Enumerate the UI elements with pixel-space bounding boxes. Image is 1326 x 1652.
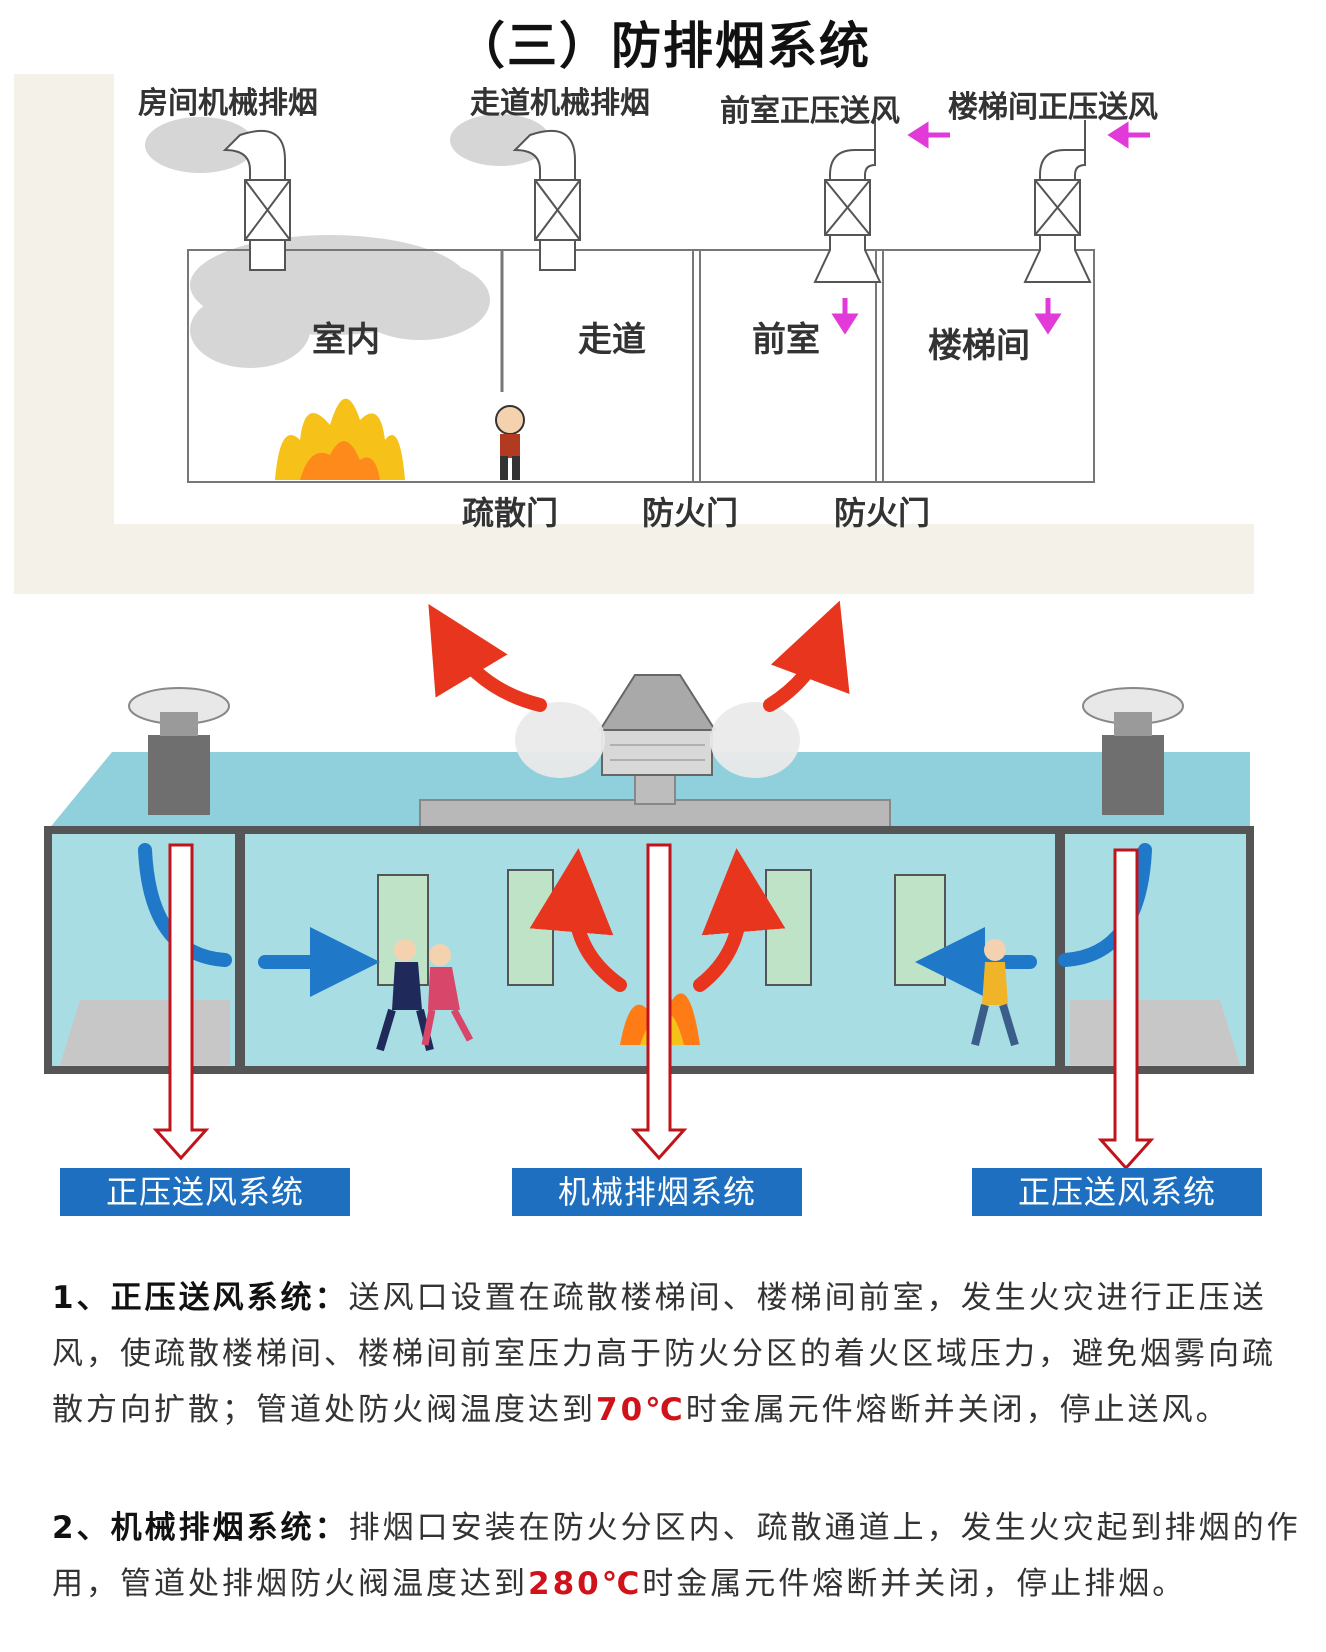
para1-heading: 正压送风系统： <box>110 1280 349 1316</box>
supply-fan-right-roof <box>1082 687 1184 815</box>
para1-text-2: 时金属元件熔断并关闭，停止送风。 <box>685 1392 1230 1428</box>
exhaust-fan-corridor <box>512 130 581 271</box>
para2-text-2: 时金属元件熔断并关闭，停止排烟。 <box>642 1566 1187 1602</box>
room-anteroom: 前室 <box>752 320 820 360</box>
supply-fan-left-roof <box>128 687 230 815</box>
exhaust-fan-room <box>222 130 291 271</box>
label-stair-supply: 楼梯间正压送风 <box>948 90 1158 125</box>
system-pointer-arrows <box>152 843 1155 1171</box>
pink-airflow-arrows <box>831 121 1150 335</box>
room-corridor: 走道 <box>578 320 646 360</box>
label-fire-door-1: 防火门 <box>642 494 739 532</box>
label-evac-door: 疏散门 <box>462 494 559 532</box>
red-exhaust-arrows <box>428 600 850 992</box>
system-box-supply-right: 正压送风系统 <box>972 1168 1262 1216</box>
label-corridor-exhaust: 走道机械排烟 <box>470 86 650 121</box>
system-box-exhaust-center: 机械排烟系统 <box>512 1168 802 1216</box>
supply-fan-anteroom <box>813 120 882 283</box>
supply-fan-stairwell <box>1023 120 1092 283</box>
para1-text-1: 送风口设置在疏散楼梯间、楼梯间前室，发生火灾进行正压送风，使疏散楼梯间、楼梯间前… <box>52 1280 1276 1428</box>
para1-number: 1、 <box>52 1280 111 1316</box>
room-indoor: 室内 <box>312 320 380 360</box>
para2-heading: 机械排烟系统： <box>110 1510 349 1546</box>
para2-text-1: 排烟口安装在防火分区内、疏散通道上，发生火灾起到排烟的作用，管道处排烟防火阀温度… <box>52 1510 1301 1602</box>
evacuee-figure <box>495 405 525 480</box>
para2-temperature: 280℃ <box>528 1566 643 1602</box>
evacuees-bottom <box>376 939 1019 1052</box>
label-anteroom-supply: 前室正压送风 <box>720 94 900 129</box>
para1-temperature: 70℃ <box>596 1392 686 1428</box>
para2-number: 2、 <box>52 1510 111 1546</box>
paragraph-positive-pressure: 1、正压送风系统：送风口设置在疏散楼梯间、楼梯间前室，发生火灾进行正压送风，使疏… <box>52 1270 1302 1438</box>
paragraph-mechanical-exhaust: 2、机械排烟系统：排烟口安装在防火分区内、疏散通道上，发生火灾起到排烟的作用，管… <box>52 1500 1302 1612</box>
floor-plan <box>187 249 1095 483</box>
fire-top <box>275 398 405 480</box>
label-fire-door-2: 防火门 <box>834 494 931 532</box>
label-room-exhaust: 房间机械排烟 <box>138 86 318 121</box>
system-box-supply-left: 正压送风系统 <box>60 1168 350 1216</box>
room-stairwell: 楼梯间 <box>928 326 1030 366</box>
page-title: （三）防排烟系统 <box>455 17 871 75</box>
smoke-exhaust-fan <box>598 674 717 776</box>
